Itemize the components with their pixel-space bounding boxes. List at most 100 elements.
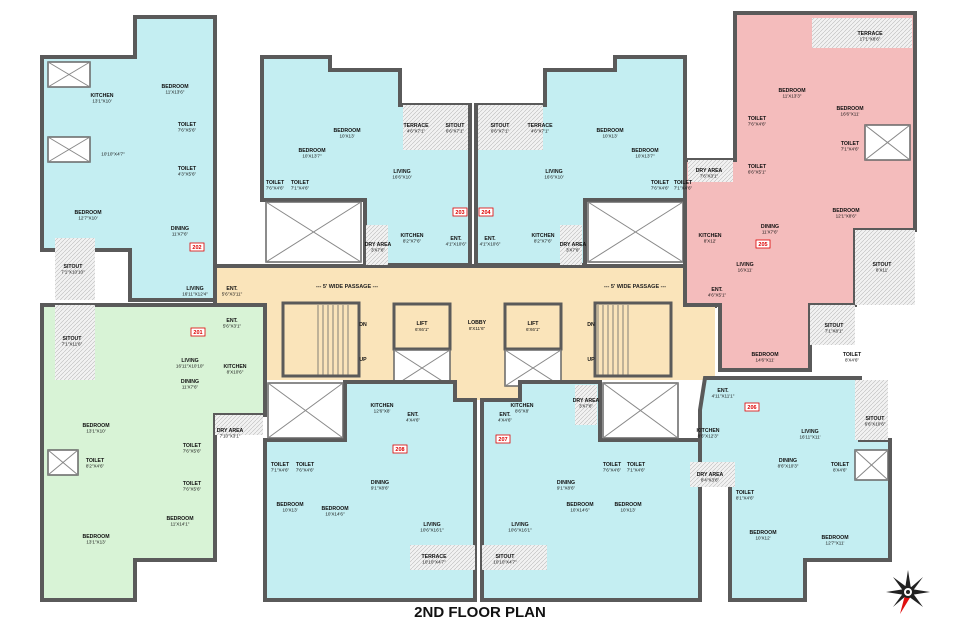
unit-number-badge <box>189 242 205 252</box>
room-dimension: 7'10"X3'1" <box>220 434 241 439</box>
room-dimension: 6'6"X7'1" <box>446 129 465 134</box>
room-name: BEDROOM <box>778 88 805 94</box>
room-dimension: 10'6"X16'1" <box>420 528 444 533</box>
room-dimension: 8'2"X7'6" <box>534 239 553 244</box>
room-dimension: 11'X7'6" <box>172 232 189 237</box>
room-name: SITOUT <box>496 554 516 560</box>
room-dimension: 8'6"X10'3" <box>778 464 799 469</box>
room-dimension: 7'6"X5'6" <box>183 449 202 454</box>
room-dimension: 7'6"X4'6" <box>296 468 315 473</box>
room-name: TOILET <box>178 166 197 172</box>
room-dimension: 7'1"X4'6" <box>291 186 310 191</box>
room-name: BEDROOM <box>166 516 193 522</box>
room-dimension: 8'X4'6" <box>833 468 847 473</box>
unit-number-badge <box>495 434 511 444</box>
room-name: DRY AREA <box>697 472 724 478</box>
lift-label: LIFT <box>528 321 540 327</box>
room-dimension: 10'X14'6" <box>570 508 590 513</box>
room-dimension: 10'X13'7" <box>635 154 655 159</box>
room-dimension: 11'X7'6" <box>182 385 199 390</box>
room-dimension: 9'1"X8'6" <box>371 486 390 491</box>
room-dimension: 3'X7'6" <box>566 248 580 253</box>
room-dimension: 11'X7'6" <box>762 230 779 235</box>
room-dimension: 16'11"X12'4" <box>182 292 208 297</box>
room-dimension: 8'6"X8' <box>515 409 529 414</box>
room-name: TOILET <box>603 462 622 468</box>
room-dimension: 16'X11' <box>738 268 753 273</box>
unit-number-badge <box>478 207 494 217</box>
unit-number-badge <box>452 207 468 217</box>
room-name: LIVING <box>545 169 562 175</box>
room-name: KITCHEN <box>90 93 113 99</box>
stair-up-label: UP <box>587 357 595 363</box>
room-dimension: 7'6"X5'6" <box>183 487 202 492</box>
room-dimension: 12'6"X8' <box>374 409 391 414</box>
room-dimension: 10'X12' <box>755 536 770 541</box>
room-name: BEDROOM <box>566 502 593 508</box>
room-dimension: 10'X13' <box>620 508 635 513</box>
room-name: SITOUT <box>873 262 893 268</box>
stair-right <box>593 301 673 378</box>
room-name: SITOUT <box>63 336 83 342</box>
room-name: BEDROOM <box>749 530 776 536</box>
lift-left <box>392 302 452 351</box>
room-dimension: 13'1"X13' <box>86 540 105 545</box>
room-name: ENT. <box>717 388 729 394</box>
north-arrow-compass-icon <box>886 570 930 614</box>
room-name: ENT. <box>226 286 238 292</box>
room-name: DINING <box>171 226 189 232</box>
room-name: DRY AREA <box>573 398 600 404</box>
room-dimension: 4'6"X7'1" <box>407 129 426 134</box>
room-name: LIVING <box>511 522 528 528</box>
room-dimension: 12'7"X10' <box>78 216 97 221</box>
room-name: LIVING <box>181 358 198 364</box>
room-name: TERRACE <box>857 31 883 37</box>
unit-204 <box>474 55 687 267</box>
room-name: KITCHEN <box>531 233 554 239</box>
unit-202 <box>40 15 217 302</box>
room-dimension: 8'X10'6" <box>227 370 244 375</box>
room-labels: KITCHEN13'1"X10'BEDROOM11'X13'6"TOILET7'… <box>61 31 892 565</box>
room-dimension: 3'X7'6" <box>579 404 593 409</box>
room-dimension: 17'1"X8'6" <box>860 37 881 42</box>
room-dimension: 10'X13' <box>282 508 297 513</box>
room-name: BEDROOM <box>836 106 863 112</box>
room-name: ENT. <box>407 412 419 418</box>
room-name: TERRACE <box>421 554 447 560</box>
room-name: KITCHEN <box>400 233 423 239</box>
passage-label: --- 5' WIDE PASSAGE --- <box>604 284 666 290</box>
unit-number: 204 <box>481 210 491 216</box>
room-name: ENT. <box>226 318 238 324</box>
room-dimension: 7'6"X4'6" <box>651 186 670 191</box>
room-dimension: 7'1"X10'10" <box>61 270 85 275</box>
room-name: BEDROOM <box>82 423 109 429</box>
room-name: KITCHEN <box>510 403 533 409</box>
room-name: SITOUT <box>64 264 84 270</box>
unit-number: 203 <box>455 210 464 216</box>
common-core: --- 5' WIDE PASSAGE --- --- 5' WIDE PASS… <box>213 264 717 400</box>
unit-number: 205 <box>758 242 767 248</box>
room-dimension: 16'6"X10' <box>392 175 411 180</box>
room-name: ENT. <box>711 287 723 293</box>
room-name: LIVING <box>186 286 203 292</box>
room-dimension: 7'6"X4'6" <box>748 122 767 127</box>
unit-number: 208 <box>395 447 404 453</box>
room-dimension: 11'X13'3" <box>783 94 802 99</box>
room-name: TOILET <box>183 443 202 449</box>
room-name: SITOUT <box>491 123 511 129</box>
room-name: BEDROOM <box>596 128 623 134</box>
room-dimension: 10'10"X4'7" <box>493 560 517 565</box>
room-dimension: 11'X13'6" <box>166 90 185 95</box>
room-dimension: 16'6"X10' <box>544 175 563 180</box>
room-dimension: 10'X13' <box>602 134 617 139</box>
unit-number: 207 <box>498 437 507 443</box>
room-name: LIVING <box>423 522 440 528</box>
room-name: BEDROOM <box>614 502 641 508</box>
room-dimension: 7'6"X5'6" <box>178 128 197 133</box>
stair-dn-label: DN <box>359 322 367 328</box>
room-name: BEDROOM <box>631 148 658 154</box>
room-name: TOILET <box>736 490 755 496</box>
room-dimension: 8'2"X7'6" <box>403 239 422 244</box>
room-name: TERRACE <box>527 123 553 129</box>
